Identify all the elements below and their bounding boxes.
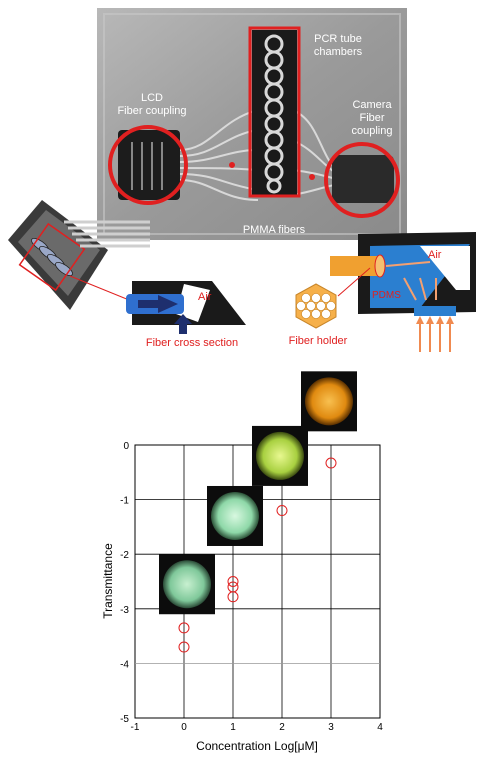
- y-tick-label: -1: [120, 496, 129, 507]
- x-tick-label: 4: [377, 722, 383, 733]
- pdms-label: PDMS: [372, 290, 401, 301]
- lcd-face: [18, 210, 100, 296]
- data-point: [325, 457, 337, 469]
- data-points: [178, 457, 337, 653]
- data-point: [227, 591, 239, 603]
- x-tick-label: -1: [131, 722, 140, 733]
- right-air-gap: [420, 246, 470, 290]
- x-tick-label: 3: [328, 722, 334, 733]
- data-point: [276, 505, 288, 517]
- air-gap: [176, 284, 210, 322]
- plate-edge: [103, 13, 401, 235]
- x-tick-label: 0: [181, 722, 187, 733]
- inset-image: [301, 371, 357, 432]
- tick-labels: -1 0 1 2 3 4 0 -1 -2 -3 -4 -5: [120, 441, 383, 733]
- camera-label-line2: Fiber: [359, 112, 384, 124]
- lcd-coupling-schematic: Air Fiber cross section: [8, 200, 246, 349]
- x-tick-label: 2: [279, 722, 285, 733]
- orange-fiber: [330, 256, 378, 276]
- inset-spot: [163, 560, 211, 609]
- y-tick-label: -5: [120, 714, 129, 725]
- camera-coupler-block: [332, 155, 394, 203]
- inset-spot: [305, 377, 353, 426]
- light-ray: [385, 261, 431, 267]
- fiber-cross-section-label: Fiber cross section: [146, 337, 238, 349]
- reflected-rays: [403, 277, 437, 301]
- lcd-highlight-circle: [108, 125, 188, 205]
- transmittance-chart: -1 0 1 2 3 4 0 -1 -2 -3 -4 -5 Concentration Log[μM]…: [101, 371, 383, 753]
- fiber-holder-cores: [296, 293, 336, 319]
- inset-image: [252, 425, 308, 486]
- pcr-highlight-box: [248, 26, 301, 198]
- light-arrow-up: [174, 314, 192, 334]
- data-point: [227, 576, 239, 587]
- device-photo: LCD Fiber coupling PCR tube chambers Cam…: [97, 8, 407, 240]
- fiber-tip: [374, 254, 386, 278]
- callout-line: [69, 275, 135, 303]
- y-axis-label: Transmittance: [101, 543, 115, 619]
- y-tick-label: 0: [123, 441, 129, 452]
- x-tick-label: 1: [230, 722, 236, 733]
- tube-holder: [252, 30, 297, 195]
- pcr-tubes: [264, 34, 284, 194]
- lcd-coupler-pins: [131, 142, 163, 190]
- pcr-label-line1: PCR tube: [314, 33, 362, 45]
- inset-images: [159, 371, 357, 615]
- lcd-coupler-block: [118, 130, 180, 200]
- pcr-label-line2: chambers: [314, 46, 363, 58]
- y-tick-label: -3: [120, 605, 129, 616]
- y-tick-label: -4: [120, 659, 129, 670]
- red-dot: [229, 162, 235, 168]
- light-arrow-left: [138, 295, 178, 313]
- camera-highlight-circle: [324, 142, 400, 218]
- lcd-label-line1: LCD: [141, 92, 163, 104]
- x-axis-label: Concentration Log[μM]: [196, 739, 318, 753]
- y-tick-label: -2: [120, 550, 129, 561]
- fiber-holder-label: Fiber holder: [289, 335, 348, 347]
- holder-callout-line: [337, 267, 371, 297]
- input-arrowheads: [416, 316, 454, 324]
- pdms-base: [414, 306, 456, 316]
- data-point: [178, 641, 190, 653]
- inset-spot: [256, 431, 304, 480]
- inset-image: [159, 554, 215, 615]
- inset-image: [207, 485, 263, 546]
- camera-label-line3: coupling: [352, 125, 393, 137]
- inset-spot: [211, 491, 259, 540]
- red-dot: [309, 174, 315, 180]
- input-arrows: [419, 322, 451, 352]
- left-air-label: Air: [198, 291, 212, 303]
- camera-label-line1: Camera: [352, 99, 392, 111]
- right-air-label: Air: [428, 249, 442, 261]
- fiber-strands: [64, 220, 150, 248]
- lcd-label-line2: Fiber coupling: [117, 105, 186, 117]
- data-point: [178, 622, 190, 634]
- pmma-label: PMMA fibers: [243, 224, 306, 236]
- lcd-detail-box: [18, 222, 86, 292]
- camera-coupling-schematic: Air PDMS Fiber holder: [289, 232, 476, 352]
